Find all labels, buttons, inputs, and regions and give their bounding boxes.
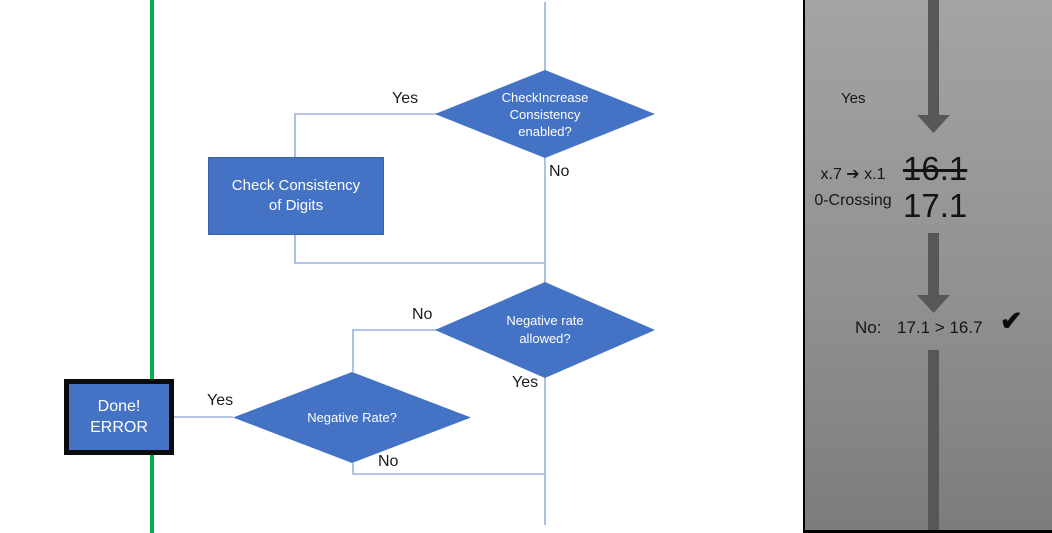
panel-transition-note: x.7 ➔ x.1 0-Crossing <box>806 162 900 214</box>
edge-label-yes-left: Yes <box>207 392 234 409</box>
process-text-line: of Digits <box>268 197 324 214</box>
panel-arrows <box>917 0 950 530</box>
process-return-connector <box>294 235 545 264</box>
terminal-done-error: Done! ERROR <box>64 379 174 455</box>
down-arrow-middle <box>917 233 950 313</box>
no-branch-connector <box>352 329 437 372</box>
no-bottom-connector <box>352 463 545 475</box>
edge-label-yes-mid: Yes <box>512 374 539 391</box>
panel-no-label: No: <box>855 318 882 337</box>
panel-yes-label: Yes <box>841 90 866 107</box>
decision-text-line: enabled? <box>518 123 572 139</box>
green-divider-line <box>150 0 154 533</box>
new-value: 17.1 <box>903 187 968 224</box>
transition-rule-text: x.7 ➔ x.1 <box>820 166 886 183</box>
decision-text-line: allowed? <box>519 331 571 346</box>
decision-text-line: Negative Rate? <box>307 410 397 425</box>
edge-label-no-mid: No <box>412 306 433 323</box>
terminal-text-line: Done! <box>97 398 141 415</box>
checkmark-icon: ✔ <box>1000 306 1023 336</box>
process-check-consistency: Check Consistency of Digits <box>208 157 384 235</box>
zero-crossing-text: 0-Crossing <box>814 192 892 209</box>
down-arrow-top <box>917 0 950 133</box>
panel-values: 16.1 17.1 <box>903 150 967 224</box>
down-arrow-bottom <box>928 350 939 530</box>
process-text-line: Check Consistency <box>231 177 361 194</box>
terminal-text-line: ERROR <box>90 419 148 436</box>
side-panel: Yes x.7 ➔ x.1 0-Crossing 16.1 17.1 No: 1… <box>803 0 1052 533</box>
decision-text-line: Negative rate <box>506 313 584 328</box>
panel-comparison-text: 17.1 > 16.7 <box>897 318 983 337</box>
edge-label-no-bottom: No <box>378 453 399 470</box>
decision-text-line: CheckIncrease <box>501 89 589 105</box>
old-value-strikethrough: 16.1 <box>903 150 968 187</box>
edge-label-yes-top: Yes <box>392 90 419 107</box>
decision-text-line: Consistency <box>509 106 581 122</box>
edge-label-no-top: No <box>549 163 570 180</box>
yes-branch-connector <box>294 113 437 158</box>
